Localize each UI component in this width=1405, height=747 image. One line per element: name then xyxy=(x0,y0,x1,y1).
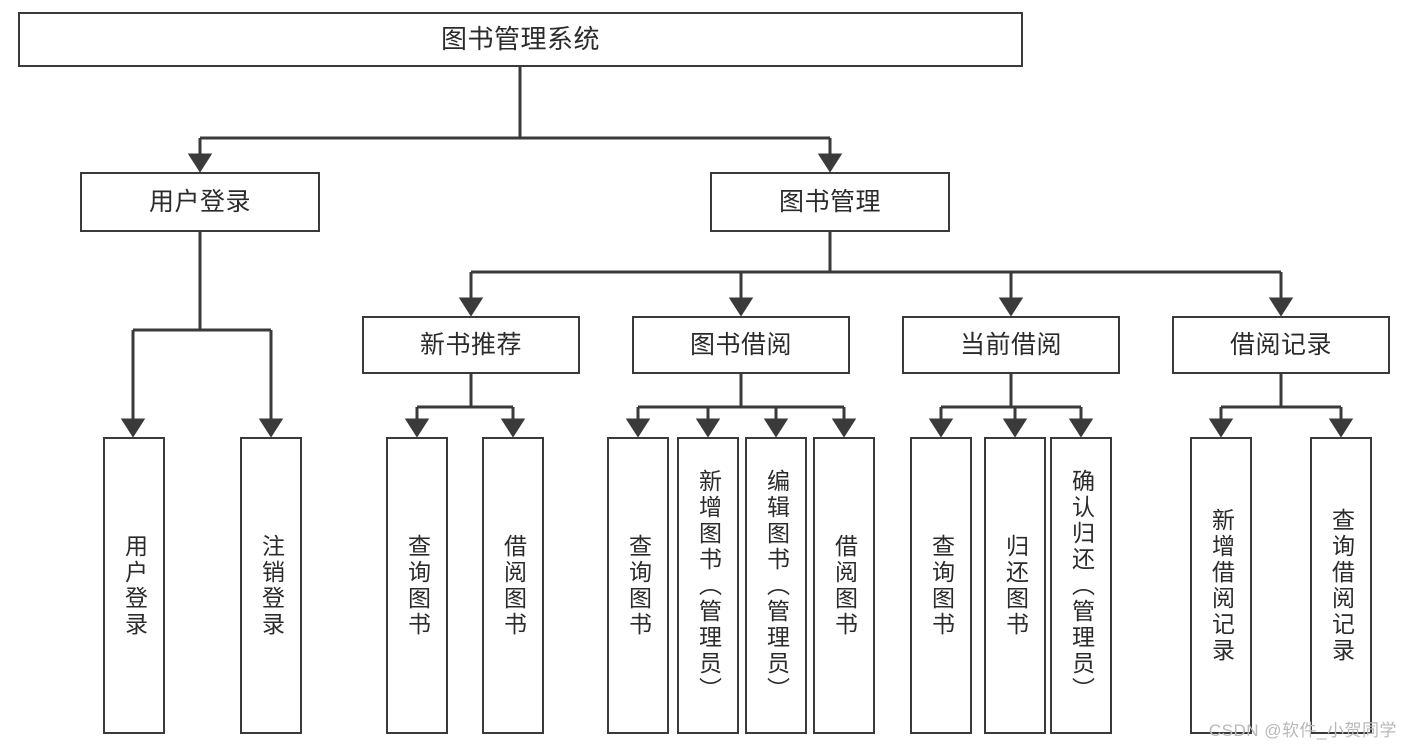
node-label: 查询借阅记录 xyxy=(1328,507,1355,664)
node-label: 归还图书 xyxy=(1002,533,1029,638)
node-label: 查询图书 xyxy=(928,533,955,638)
node-label: 借阅图书 xyxy=(500,533,527,638)
node-label: 当前借阅 xyxy=(959,330,1062,359)
leaf-borrow-book-recommend[interactable]: 借阅图书 xyxy=(482,437,544,734)
node-label: 编辑图书（管理员） xyxy=(763,468,790,703)
leaf-user-login[interactable]: 用户登录 xyxy=(103,437,165,734)
leaf-query-book-recommend[interactable]: 查询图书 xyxy=(386,437,448,734)
node-label: 用户登录 xyxy=(121,533,148,638)
leaf-confirm-return-admin[interactable]: 确认归还（管理员） xyxy=(1050,437,1112,734)
node-borrow-record[interactable]: 借阅记录 xyxy=(1172,316,1390,374)
node-label: 新增借阅记录 xyxy=(1208,507,1235,664)
node-book-borrow[interactable]: 图书借阅 xyxy=(632,316,850,374)
leaf-logout[interactable]: 注销登录 xyxy=(240,437,302,734)
leaf-query-borrow-record[interactable]: 查询借阅记录 xyxy=(1310,437,1372,734)
leaf-add-borrow-record[interactable]: 新增借阅记录 xyxy=(1190,437,1252,734)
node-label: 图书管理 xyxy=(778,187,881,216)
node-label: 图书借阅 xyxy=(689,330,792,359)
watermark-text: CSDN @软件_小贺同学 xyxy=(1208,721,1397,740)
node-label: 注销登录 xyxy=(258,533,285,638)
node-new-book-recommend[interactable]: 新书推荐 xyxy=(362,316,580,374)
node-label: 新书推荐 xyxy=(419,330,522,359)
node-label: 查询图书 xyxy=(625,533,652,638)
leaf-return-book[interactable]: 归还图书 xyxy=(984,437,1046,734)
node-label: 新增图书（管理员） xyxy=(695,468,722,703)
node-user-login[interactable]: 用户登录 xyxy=(80,172,320,232)
node-label: 用户登录 xyxy=(148,187,251,216)
node-label: 借阅记录 xyxy=(1229,330,1332,359)
node-current-borrow[interactable]: 当前借阅 xyxy=(902,316,1120,374)
node-book-manage[interactable]: 图书管理 xyxy=(710,172,950,232)
leaf-add-book-admin[interactable]: 新增图书（管理员） xyxy=(677,437,739,734)
leaf-edit-book-admin[interactable]: 编辑图书（管理员） xyxy=(745,437,807,734)
node-label: 查询图书 xyxy=(404,533,431,638)
leaf-query-book-current[interactable]: 查询图书 xyxy=(910,437,972,734)
node-label: 确认归还（管理员） xyxy=(1068,468,1095,703)
node-label: 图书管理系统 xyxy=(440,23,600,54)
node-root-system[interactable]: 图书管理系统 xyxy=(18,12,1023,67)
leaf-borrow-book[interactable]: 借阅图书 xyxy=(813,437,875,734)
leaf-query-book-borrow[interactable]: 查询图书 xyxy=(607,437,669,734)
node-label: 借阅图书 xyxy=(831,533,858,638)
